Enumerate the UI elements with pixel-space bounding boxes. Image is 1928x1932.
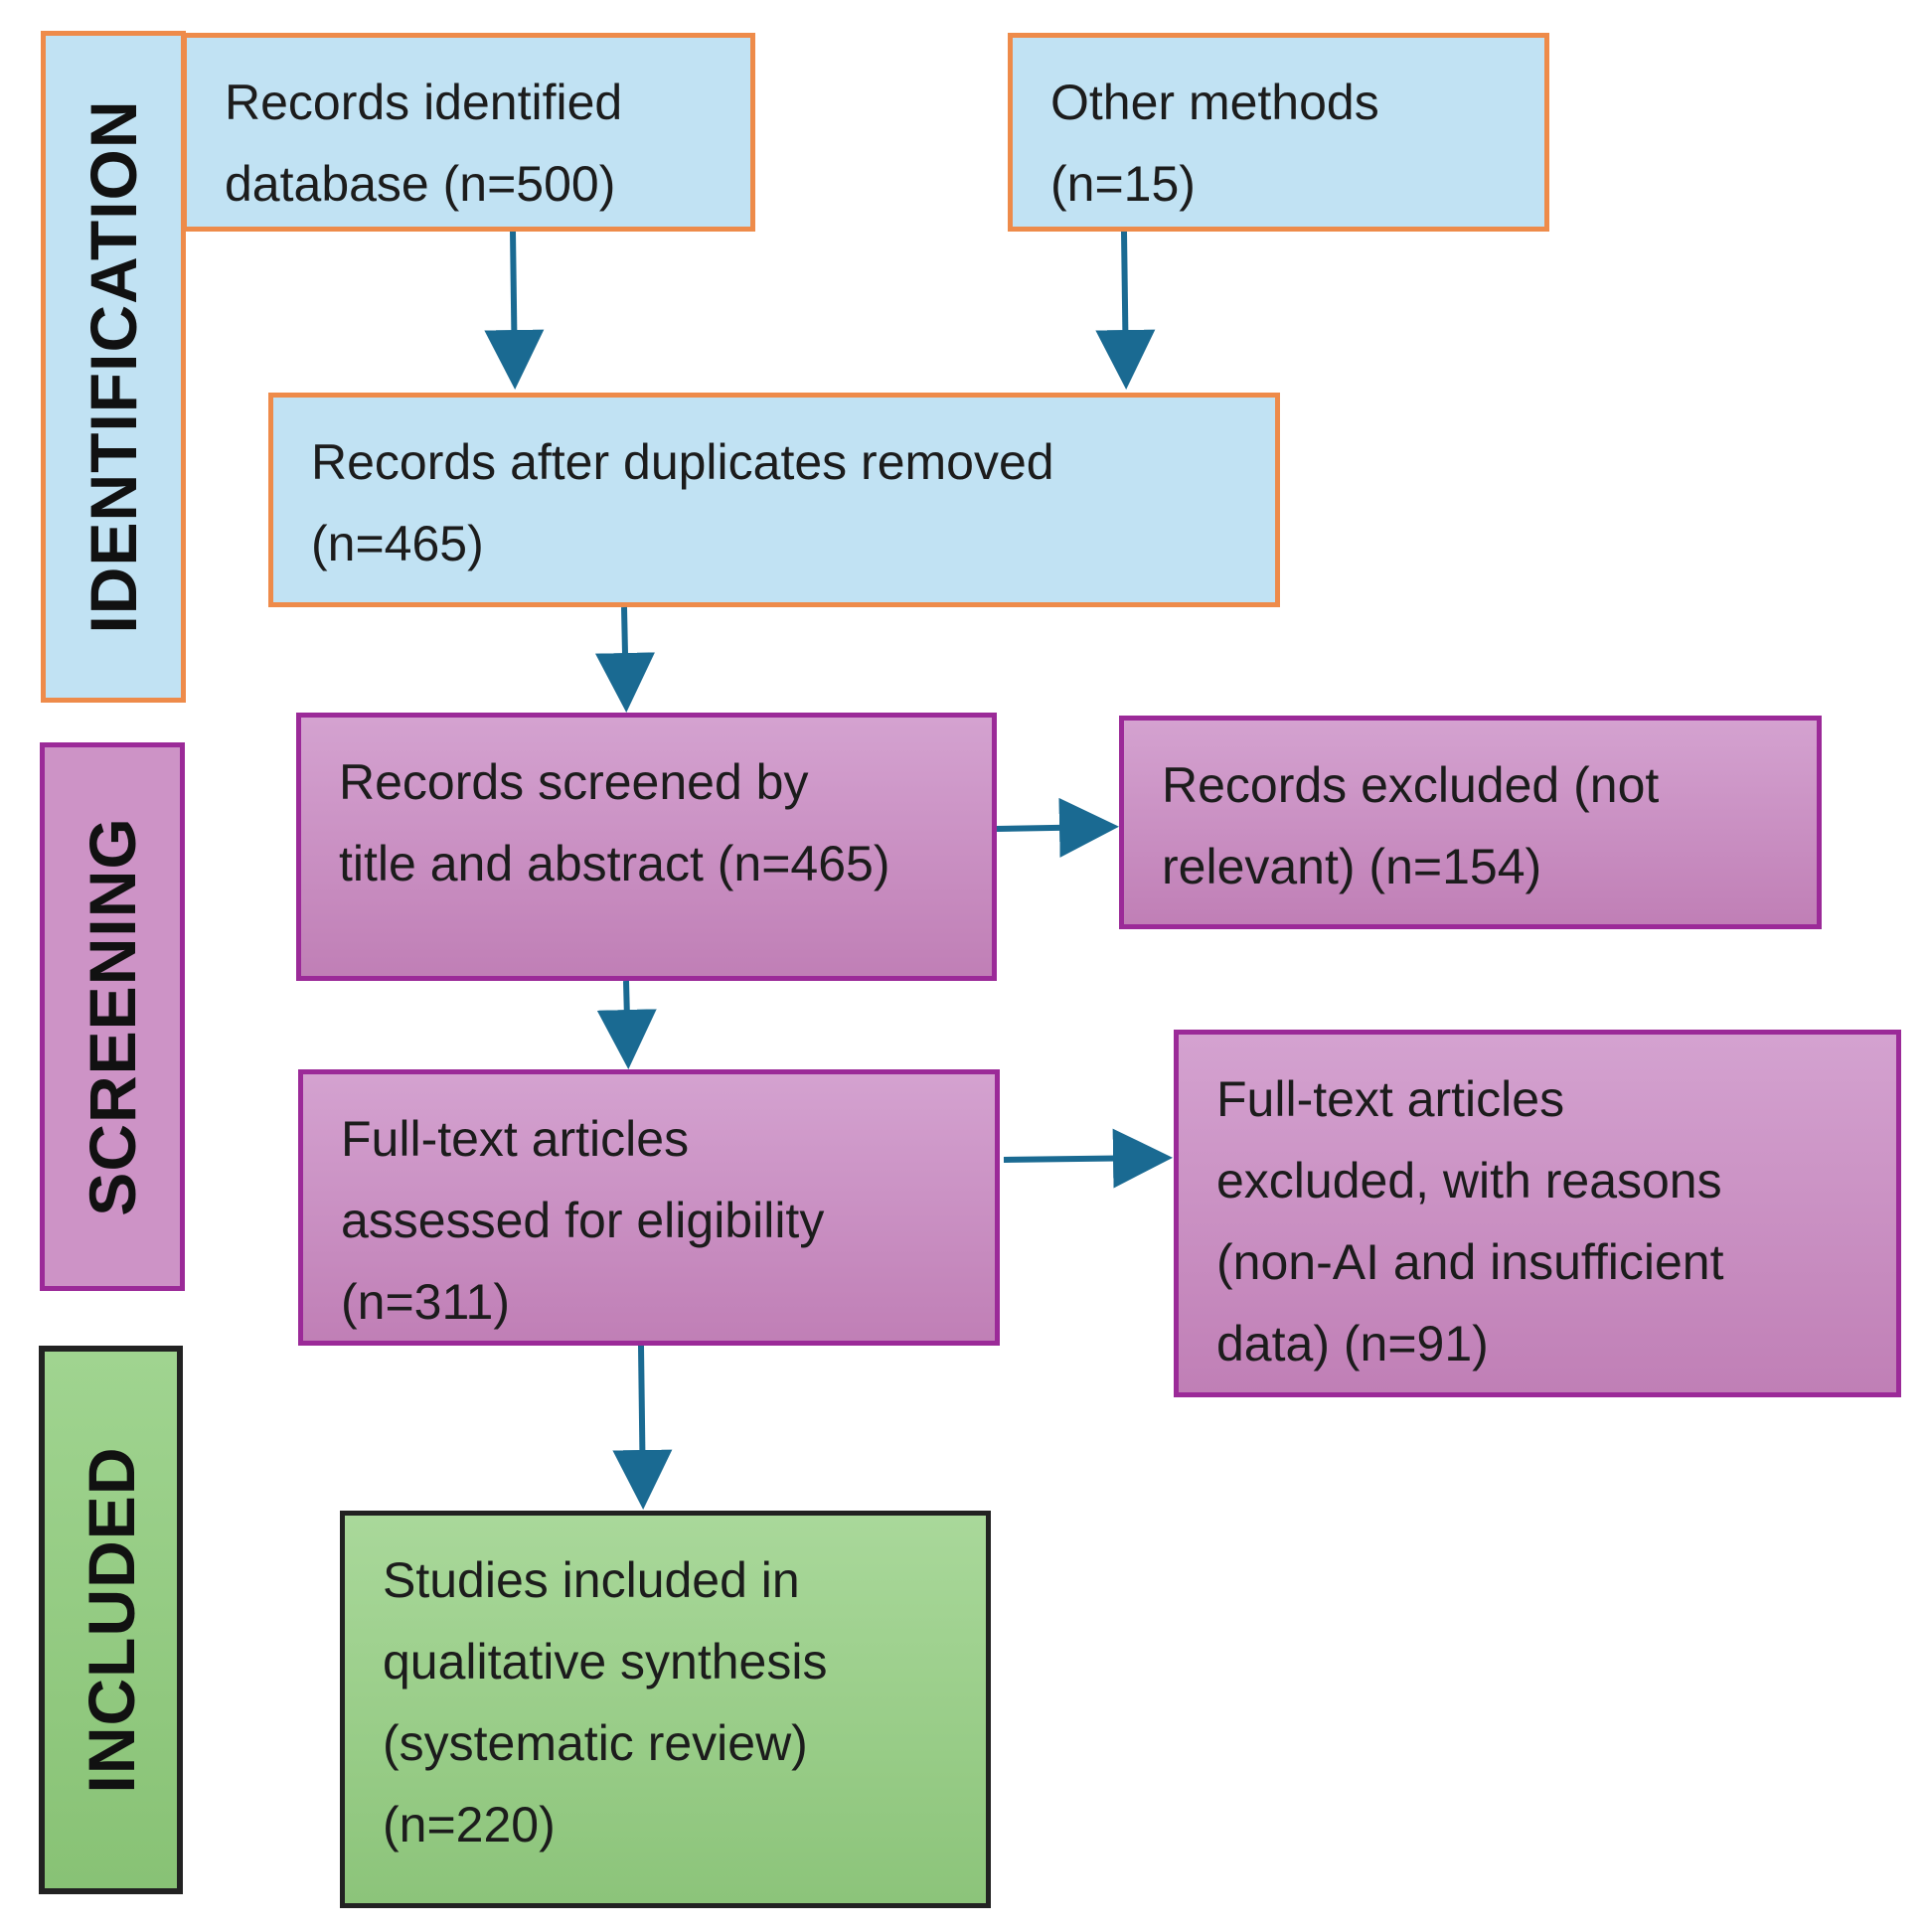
records-identified-database-box: Records identified database (n=500) xyxy=(182,33,755,232)
full-text-excluded-text: Full-text articles excluded, with reason… xyxy=(1216,1071,1724,1371)
records-screened-box: Records screened by title and abstract (… xyxy=(296,713,997,981)
arrow-other-methods-to-duplicates xyxy=(1095,231,1156,390)
arrow-full-text-to-excluded xyxy=(1003,1128,1173,1189)
phase-identification: IDENTIFICATION xyxy=(41,31,186,703)
records-identified-database-text: Records identified database (n=500) xyxy=(225,75,623,212)
arrow-screened-to-full-text xyxy=(596,980,657,1069)
arrow-duplicates-to-screened xyxy=(594,606,655,713)
records-after-duplicates-text: Records after duplicates removed (n=465) xyxy=(311,434,1054,571)
phase-screening: SCREENING xyxy=(40,742,185,1291)
arrow-database-to-duplicates xyxy=(484,231,545,390)
records-after-duplicates-box: Records after duplicates removed (n=465) xyxy=(268,393,1280,607)
full-text-assessed-box: Full-text articles assessed for eligibil… xyxy=(298,1069,1000,1346)
arrow-screened-to-excluded xyxy=(996,797,1119,858)
records-excluded-text: Records excluded (not relevant) (n=154) xyxy=(1162,757,1660,894)
phase-included: INCLUDED xyxy=(39,1346,183,1894)
records-excluded-box: Records excluded (not relevant) (n=154) xyxy=(1119,716,1822,929)
full-text-assessed-text: Full-text articles assessed for eligibil… xyxy=(341,1111,825,1330)
studies-included-box: Studies included in qualitative synthesi… xyxy=(340,1511,991,1908)
other-methods-box: Other methods (n=15) xyxy=(1008,33,1549,232)
other-methods-text: Other methods (n=15) xyxy=(1050,75,1379,212)
full-text-excluded-box: Full-text articles excluded, with reason… xyxy=(1174,1030,1901,1397)
arrow-full-text-to-included xyxy=(612,1345,673,1510)
studies-included-text: Studies included in qualitative synthesi… xyxy=(383,1552,828,1852)
records-screened-text: Records screened by title and abstract (… xyxy=(339,754,890,891)
